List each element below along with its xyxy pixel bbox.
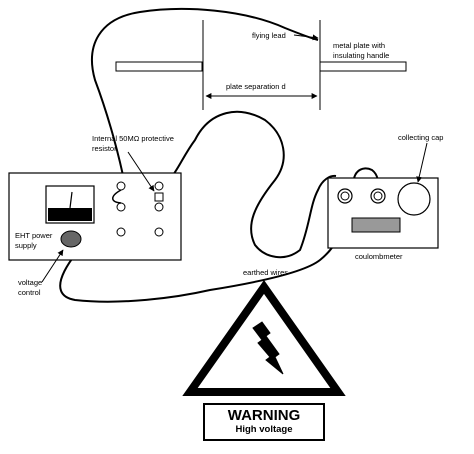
- metal-plate-label-line1: metal plate with: [333, 41, 385, 50]
- voltage-control-label-line1: voltage: [18, 278, 42, 287]
- voltmeter-needle: [69, 191, 73, 209]
- eht-terminal: [116, 227, 126, 237]
- collecting-cap-arrow: [416, 142, 428, 183]
- right-plate-rod: [319, 61, 407, 72]
- protective-resistor: [154, 192, 164, 202]
- collecting-cap-label: collecting cap: [398, 133, 443, 142]
- plate-separation-label: plate separation d: [226, 82, 286, 91]
- resistor-label-line1: Internal 50MΩ protective: [92, 134, 174, 143]
- eht-terminal: [116, 202, 126, 212]
- eht-label-line2: supply: [15, 241, 37, 250]
- resistor-label-line2: resistor: [92, 144, 117, 153]
- coulombmeter-label: coulombmeter: [355, 252, 403, 261]
- flying-lead-label: flying lead: [252, 31, 286, 40]
- warning-subtitle: High voltage: [235, 424, 293, 435]
- eht-terminal: [116, 181, 126, 191]
- eht-label-line1: EHT power: [15, 231, 53, 240]
- voltage-control-arrow: [41, 249, 64, 283]
- flying-lead-wire: [91, 7, 319, 186]
- left-plate-rod: [115, 61, 203, 72]
- lightning-bolt-icon: [252, 321, 284, 375]
- terminal-link: [112, 189, 122, 204]
- coulombmeter-display: [351, 217, 401, 233]
- warning-sign: WARNING High voltage: [203, 403, 325, 441]
- resistor-arrow: [127, 151, 155, 192]
- coulombmeter-socket-inner: [340, 191, 350, 201]
- earthed-wire-bottom: [59, 204, 343, 303]
- voltmeter-scale: [48, 208, 92, 221]
- collecting-cap: [397, 182, 431, 216]
- eht-terminal: [154, 202, 164, 212]
- voltage-control-label-line2: control: [18, 288, 41, 297]
- eht-terminal: [154, 181, 164, 191]
- voltage-control-knob: [60, 230, 82, 248]
- warning-title: WARNING: [227, 407, 301, 424]
- earthed-wires-label: earthed wires: [243, 268, 288, 277]
- earthed-wire-left: [159, 110, 337, 259]
- eht-terminal: [154, 227, 164, 237]
- metal-plate-label-line2: insulating handle: [333, 51, 389, 60]
- coulombmeter-socket-inner: [373, 191, 383, 201]
